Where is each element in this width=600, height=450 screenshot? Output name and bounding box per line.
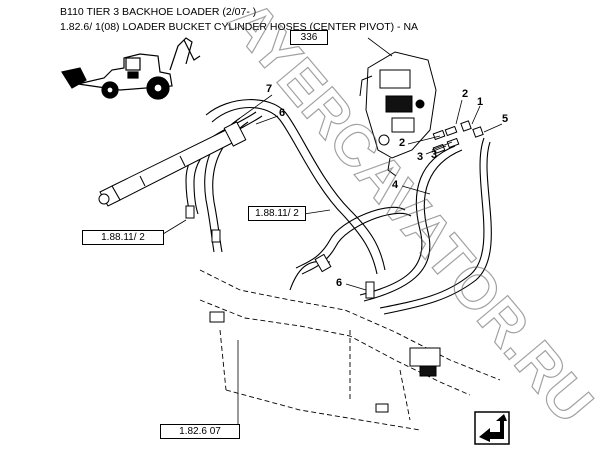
leader-lines bbox=[162, 37, 503, 430]
callout-7: 7 bbox=[266, 83, 272, 95]
callout-3-right: 3 bbox=[431, 149, 437, 161]
document-title: B110 TIER 3 BACKHOE LOADER (2/07- ) bbox=[60, 6, 257, 18]
backhoe-loader-icon bbox=[61, 37, 201, 100]
callout-6-lower: 6 bbox=[336, 277, 342, 289]
callout-1: 1 bbox=[477, 96, 483, 108]
callout-2-lower: 2 bbox=[399, 137, 405, 149]
section-title: 1.82.6/ 1(08) LOADER BUCKET CYLINDER HOS… bbox=[60, 21, 419, 33]
bucket-cylinder bbox=[98, 121, 247, 207]
callout-5: 5 bbox=[502, 113, 508, 125]
callout-4: 4 bbox=[392, 179, 399, 191]
control-valve-block bbox=[359, 51, 437, 177]
ref-336-button[interactable]: 336 bbox=[290, 30, 328, 45]
hose-fittings bbox=[432, 120, 484, 155]
ref-1-88-11-2-button[interactable]: 1.88.11/ 2 bbox=[248, 206, 306, 221]
callout-2: 2 bbox=[462, 88, 468, 100]
callout-3: 3 bbox=[417, 151, 423, 163]
ref-1-82-6-07-button[interactable]: 1.82.6 07 bbox=[160, 424, 240, 439]
next-page-arrow-icon[interactable] bbox=[474, 411, 510, 445]
callout-6: 6 bbox=[279, 107, 285, 119]
loader-frame-outline bbox=[199, 269, 501, 431]
ref-1-88-11-2-left-button[interactable]: 1.88.11/ 2 bbox=[82, 230, 164, 245]
